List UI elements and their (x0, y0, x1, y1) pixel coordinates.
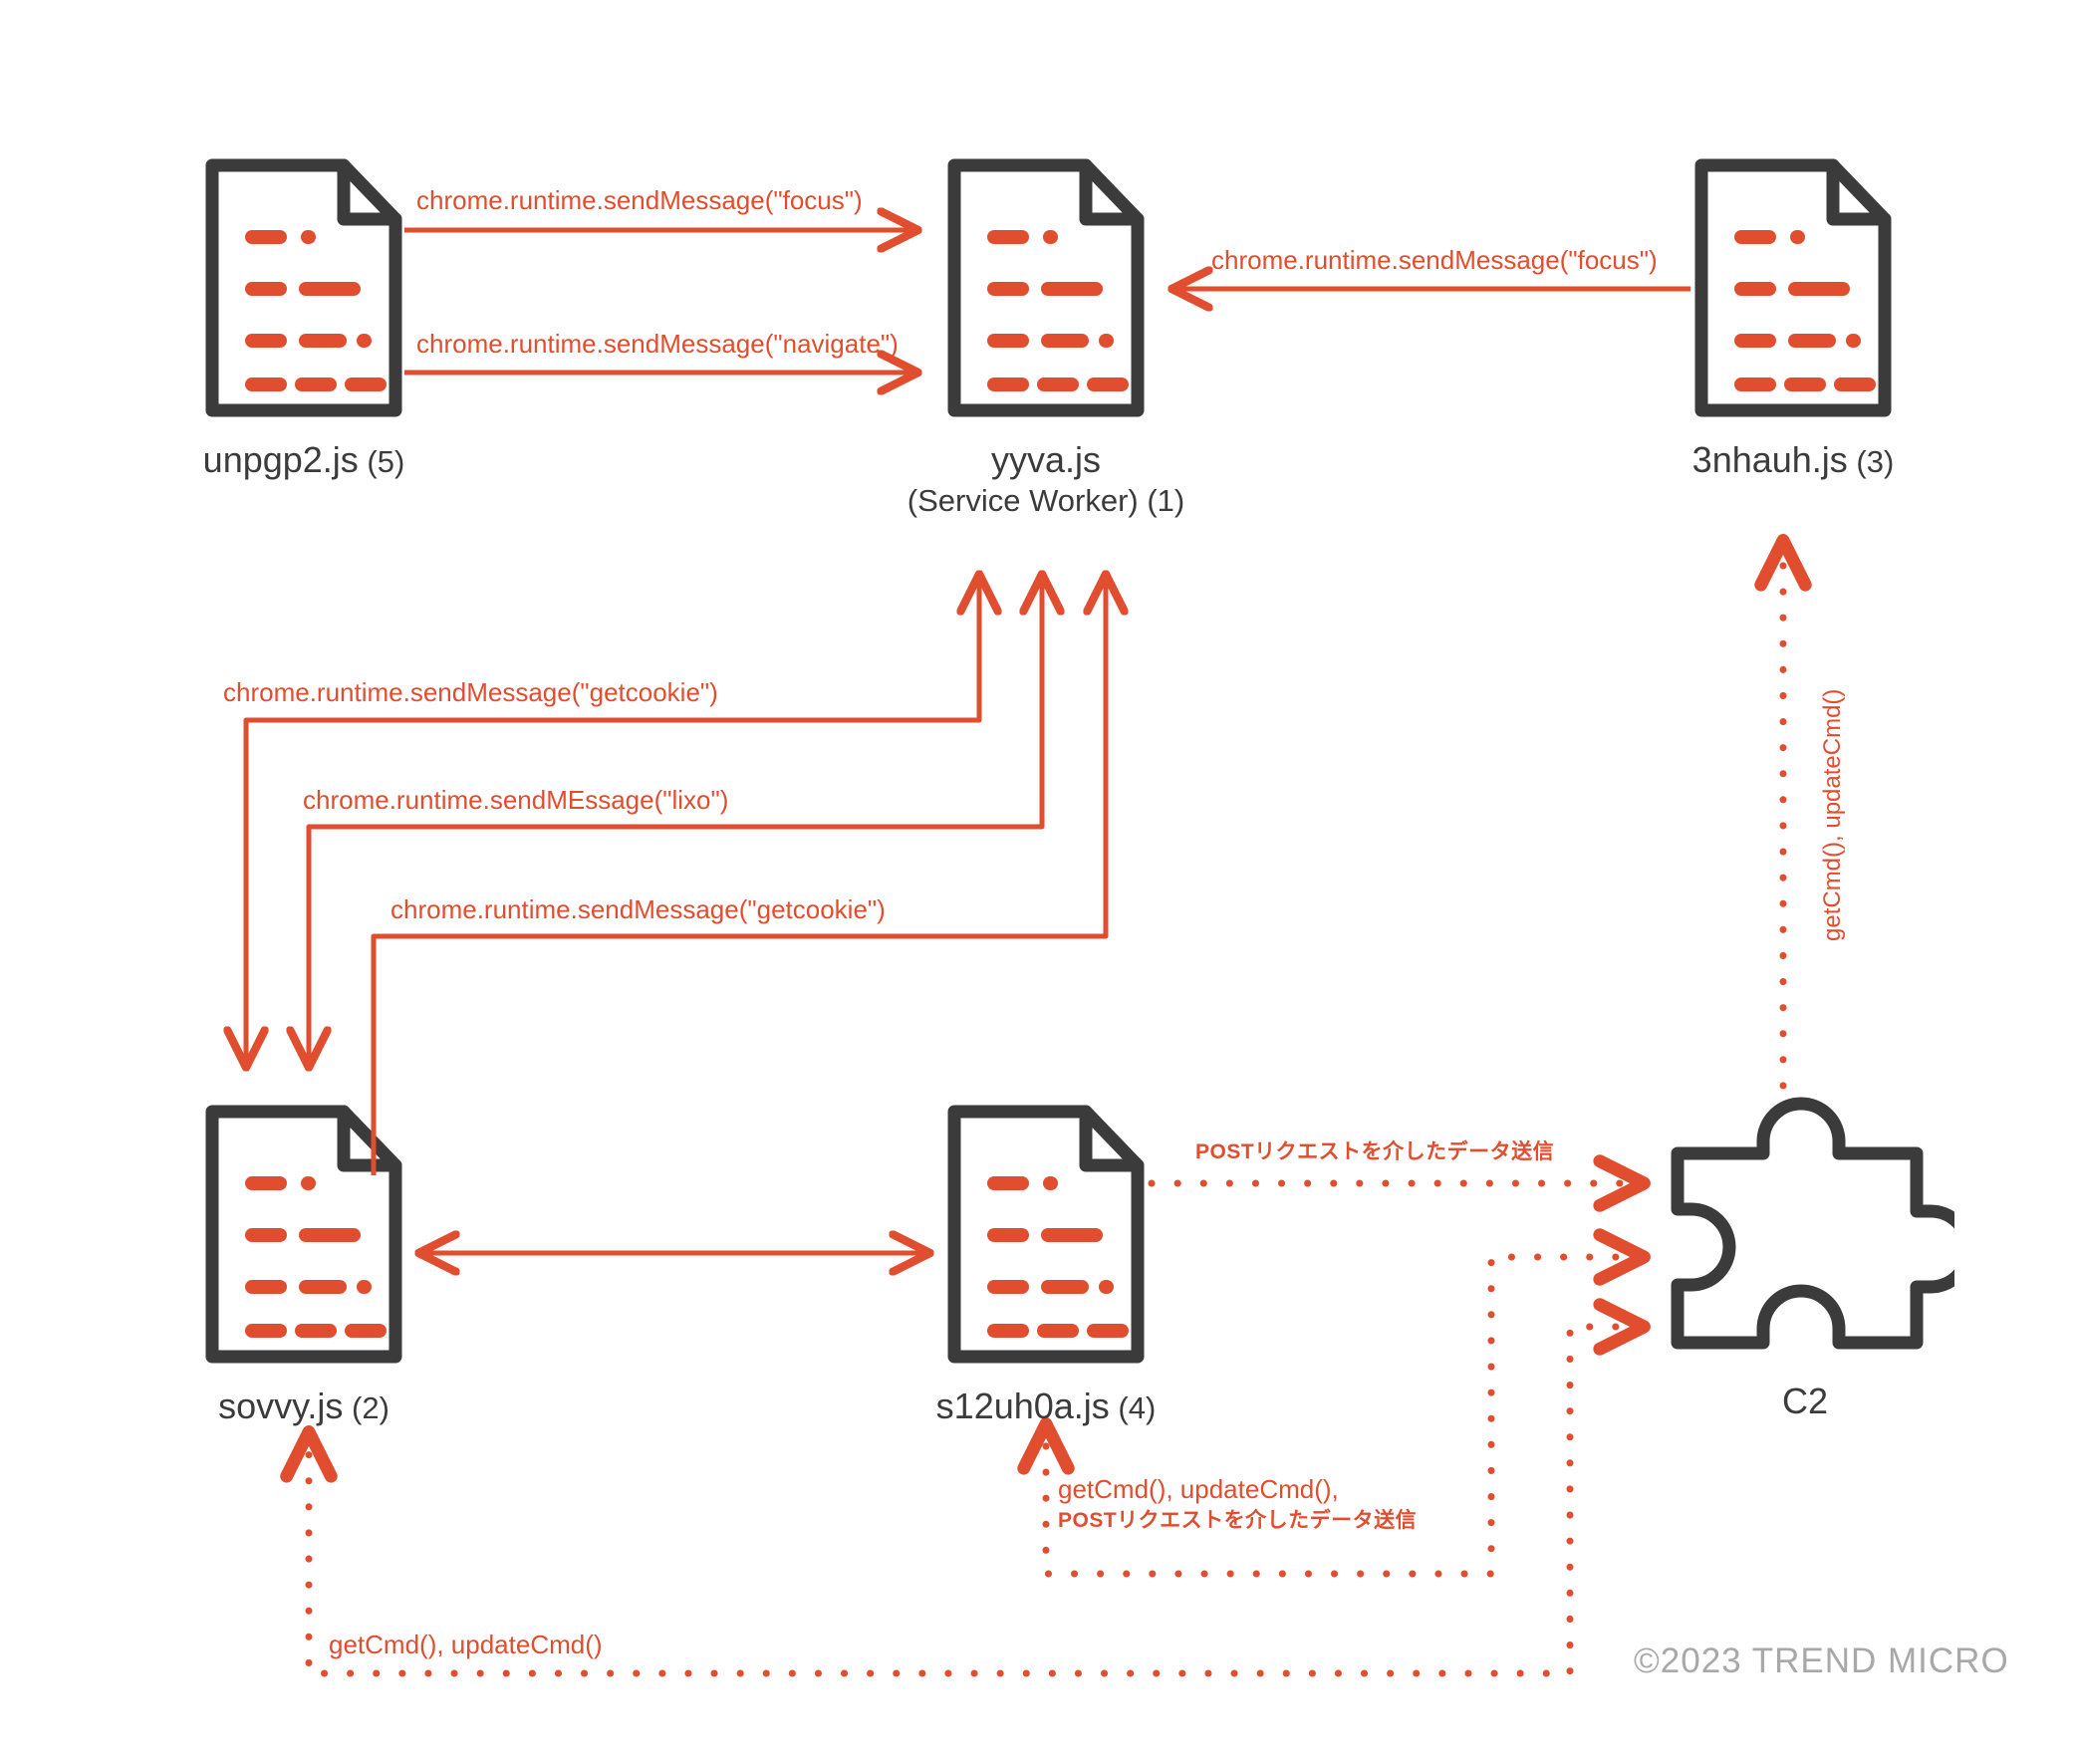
edge-c2-s12uh0a (1017, 1228, 1651, 1578)
node-label-c2: C2 (1606, 1380, 2004, 1423)
node-label-yyva-sub: (Service Worker) (1) (907, 482, 1185, 518)
edge-label-c2-s12uh0a-line2: POSTリクエストを介したデータ送信 (1058, 1509, 1418, 1533)
edge-label-c2-s12uh0a-line1: getCmd(), updateCmd(), (1058, 1474, 1339, 1504)
edge-getcookie-1 (246, 578, 979, 1064)
edge-label-c2-s12uh0a: getCmd(), updateCmd(), POSTリクエストを介したデータ送… (1058, 1472, 1417, 1535)
edge-label-focus-top: chrome.runtime.sendMessage("focus") (416, 185, 863, 215)
node-label-s12uh0a-num: (4) (1109, 1390, 1157, 1425)
edge-label-getcmd-vertical: getCmd(), updateCmd() (1819, 688, 1846, 941)
node-label-yyva-name: yyva.js (990, 439, 1102, 480)
node-label-unpgp2: unpgp2.js (5) (100, 438, 508, 482)
edge-label-getcmd-bottom: getCmd(), updateCmd() (329, 1630, 603, 1659)
edge-label-getcookie-1: chrome.runtime.sendMessage("getcookie") (223, 677, 718, 707)
node-label-sovvy-num: (2) (343, 1390, 389, 1425)
node-label-3nhauh: 3nhauh.js (3) (1589, 438, 1997, 482)
node-label-s12uh0a-name: s12uh0a.js (935, 1386, 1110, 1426)
node-label-3nhauh-name: 3nhauh.js (1691, 439, 1848, 480)
edge-label-focus-right: chrome.runtime.sendMessage("focus") (1211, 245, 1658, 275)
copyright-notice: ©2023 TREND MICRO (1634, 1641, 2009, 1680)
edge-label-navigate: chrome.runtime.sendMessage("navigate") (416, 329, 899, 359)
edge-label-lixo: chrome.runtime.sendMEssage("lixo") (303, 785, 729, 815)
node-icon-sovvy[interactable] (212, 1112, 395, 1357)
node-icon-unpgp2[interactable] (212, 165, 395, 410)
edge-lixo (309, 578, 1042, 1064)
edge-getcookie-2 (371, 578, 1106, 1175)
node-label-yyva: yyva.js (Service Worker) (1) (842, 438, 1250, 520)
node-icon-yyva[interactable] (954, 165, 1138, 410)
edge-label-post-request: POSTリクエストを介したデータ送信 (1195, 1140, 1555, 1163)
node-label-unpgp2-num: (5) (358, 444, 405, 479)
node-label-unpgp2-name: unpgp2.js (202, 439, 359, 480)
node-icon-s12uh0a[interactable] (954, 1112, 1138, 1357)
edge-c2-sovvy (280, 1298, 1651, 1677)
node-label-s12uh0a: s12uh0a.js (4) (842, 1385, 1250, 1428)
node-label-sovvy: sovvy.js (2) (100, 1385, 508, 1428)
node-label-3nhauh-num: (3) (1847, 444, 1895, 479)
node-label-c2-name: C2 (1781, 1381, 1829, 1421)
edge-label-getcookie-2: chrome.runtime.sendMessage("getcookie") (390, 894, 886, 924)
node-label-sovvy-name: sovvy.js (218, 1386, 344, 1426)
node-icon-3nhauh[interactable] (1701, 165, 1885, 410)
node-icon-c2[interactable] (1678, 1104, 1968, 1343)
